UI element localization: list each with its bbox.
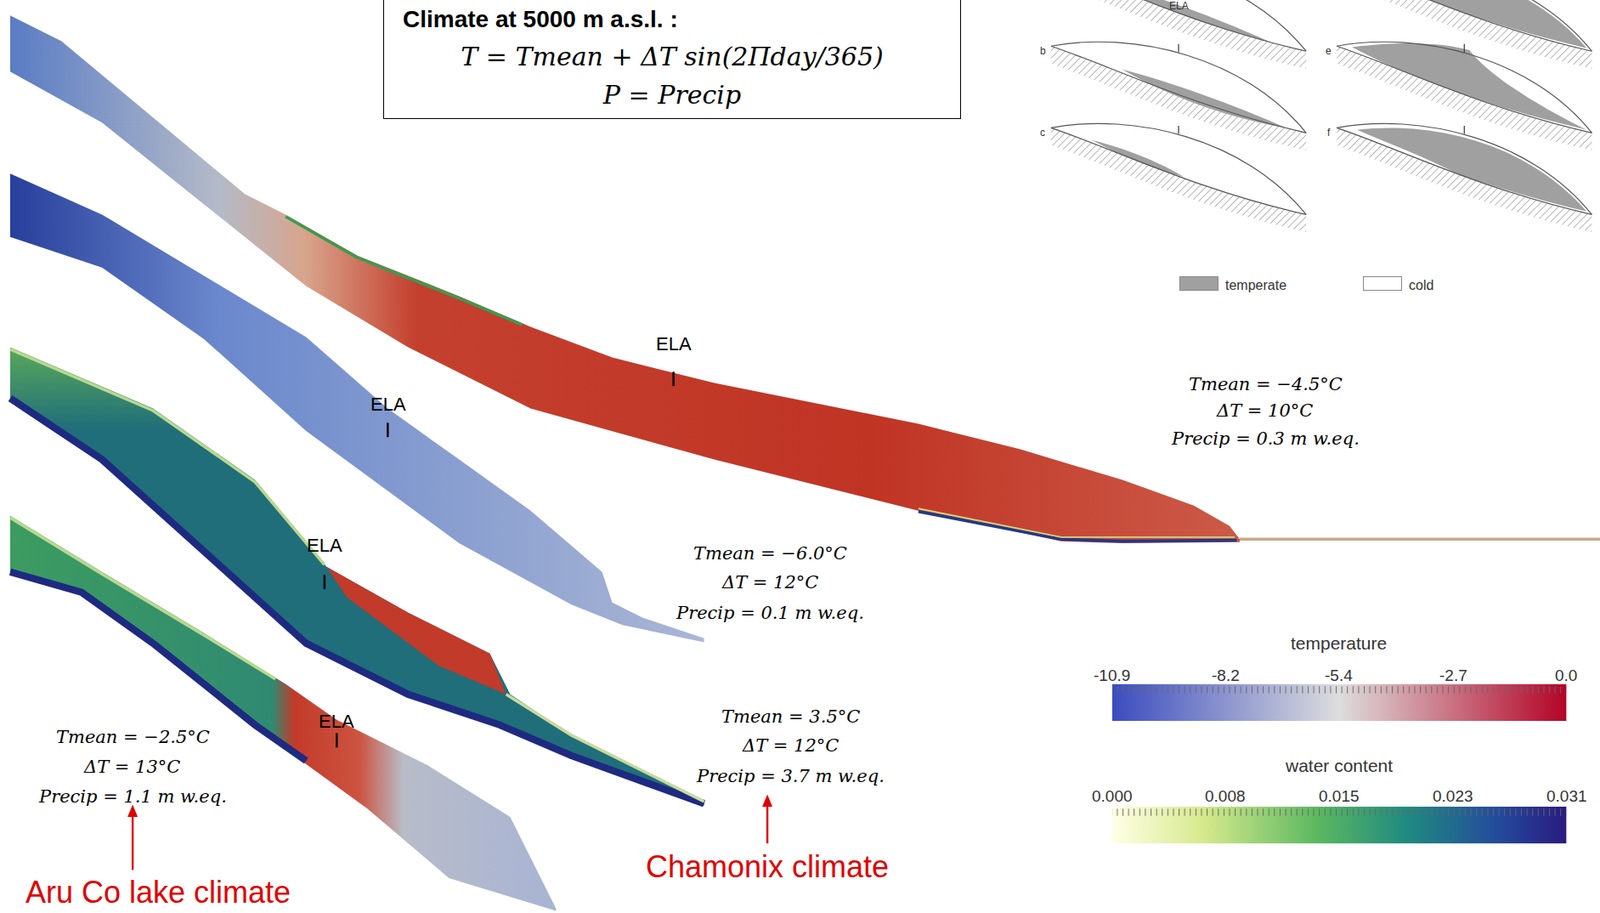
colorbar-tick: 0.000 xyxy=(1091,786,1133,806)
climate-param: ΔT = 13°C xyxy=(84,756,181,777)
drawing-part xyxy=(1112,806,1567,843)
colorbar-tick: 0.023 xyxy=(1432,786,1474,806)
drawing-part xyxy=(10,517,276,679)
temperate-zone xyxy=(1091,140,1184,177)
ice-surface xyxy=(1051,0,1307,51)
legend-swatch xyxy=(1362,276,1403,291)
climate-param: Precip = 1.1 m w.eq. xyxy=(39,785,227,807)
ela-tick xyxy=(1464,44,1465,53)
drawing-part xyxy=(326,566,506,695)
inset-panel xyxy=(1051,123,1307,232)
colorbar-tick: -2.7 xyxy=(1439,666,1468,685)
panel-letter: f xyxy=(1327,126,1330,139)
ice-surface xyxy=(1336,123,1592,215)
ela-tick xyxy=(1177,44,1179,53)
ela-label: ELA xyxy=(370,393,407,416)
legend-text: temperate xyxy=(1225,277,1287,294)
inset-panel xyxy=(1336,123,1592,232)
drawing-part xyxy=(386,422,389,437)
ice-bed xyxy=(1051,127,1307,215)
inset-label: ELA xyxy=(1169,0,1189,12)
colorbar-tick: 0.008 xyxy=(1204,786,1246,806)
climate-param: ΔT = 12°C xyxy=(722,571,819,593)
site-label: Chamonix climate xyxy=(645,848,889,885)
climate-param: Tmean = 3.5°C xyxy=(721,706,860,727)
ela-tick xyxy=(1464,125,1465,135)
inset-schematic xyxy=(1051,0,1592,232)
ela-label: ELA xyxy=(655,333,692,356)
formula-line: T = Tmean + ΔT sin(2Πday/365) xyxy=(402,41,942,72)
drawing-part xyxy=(1112,806,1567,819)
bedrock-hatch xyxy=(1051,0,1307,69)
drawing-part xyxy=(323,574,326,589)
ice-bed xyxy=(1336,127,1592,215)
drawing-part xyxy=(10,571,306,761)
ice-surface xyxy=(1336,0,1592,51)
colorbar-tick: -5.4 xyxy=(1324,666,1353,685)
legend-text: cold xyxy=(1408,277,1434,294)
drawing-part xyxy=(285,216,523,325)
drawing-part xyxy=(766,804,769,844)
ice-bed xyxy=(1051,0,1307,51)
ela-tick xyxy=(1177,125,1179,135)
climate-param: Precip = 3.7 m w.eq. xyxy=(696,765,885,786)
ela-label: ELA xyxy=(318,710,355,733)
drawing-part xyxy=(131,814,134,871)
climate-param: Precip = 0.3 m w.eq. xyxy=(1171,428,1360,449)
bedrock-hatch xyxy=(1336,127,1592,232)
ela-label: ELA xyxy=(306,534,343,557)
drawing-part xyxy=(506,694,705,802)
ice-bed xyxy=(1336,45,1592,133)
ice-surface xyxy=(1336,41,1592,133)
temperate-zone xyxy=(1122,69,1286,128)
climate-param: ΔT = 10°C xyxy=(1216,400,1313,421)
colorbar-tick: -10.9 xyxy=(1093,666,1131,685)
drawing-part xyxy=(1239,537,1600,541)
climate-param: Tmean = −2.5°C xyxy=(56,726,210,747)
drawing-part xyxy=(10,349,325,565)
colorbar-tick: 0.031 xyxy=(1546,786,1588,806)
box-heading: Climate at 5000 m a.s.l. : xyxy=(402,5,942,34)
climate-param: Tmean = −6.0°C xyxy=(693,542,848,564)
panel-letter: b xyxy=(1040,45,1046,57)
drawing-part xyxy=(672,371,674,386)
colorbar-tick: 0.015 xyxy=(1318,786,1360,806)
colorbar-title: water content xyxy=(1285,755,1393,776)
drawing-part xyxy=(335,732,338,747)
glacier-profile xyxy=(10,515,556,911)
panel-letter: e xyxy=(1325,45,1332,57)
colorbar xyxy=(1112,684,1567,843)
drawing-part xyxy=(1112,684,1567,721)
colorbar-title: temperature xyxy=(1290,633,1387,654)
legend-swatch xyxy=(1179,276,1219,291)
climate-param: Tmean = −4.5°C xyxy=(1188,373,1343,395)
temperate-zone xyxy=(1351,43,1587,131)
climate-param: Precip = 0.1 m w.eq. xyxy=(676,602,865,623)
drawing-part xyxy=(1112,684,1567,696)
site-label: Aru Co lake climate xyxy=(25,874,291,911)
climate-param: ΔT = 12°C xyxy=(742,734,839,756)
drawing-part xyxy=(762,793,773,806)
ice-surface xyxy=(1051,41,1307,133)
colorbar-tick: 0.0 xyxy=(1554,666,1578,685)
bedrock-hatch xyxy=(1051,127,1307,232)
ice-surface xyxy=(1051,123,1307,215)
formula-box: Climate at 5000 m a.s.l. : T = Tmean + ΔT… xyxy=(383,0,962,119)
temperate-zone xyxy=(1356,128,1587,212)
ice-bed xyxy=(1336,0,1592,51)
drawing-part xyxy=(10,515,556,911)
colorbar-tick: -8.2 xyxy=(1211,666,1240,685)
panel-letter: c xyxy=(1040,126,1046,139)
formula-line: P = Precip xyxy=(402,79,942,110)
inset-panel xyxy=(1051,0,1307,69)
drawing-part xyxy=(918,508,1235,538)
ice-bed xyxy=(1051,45,1307,133)
